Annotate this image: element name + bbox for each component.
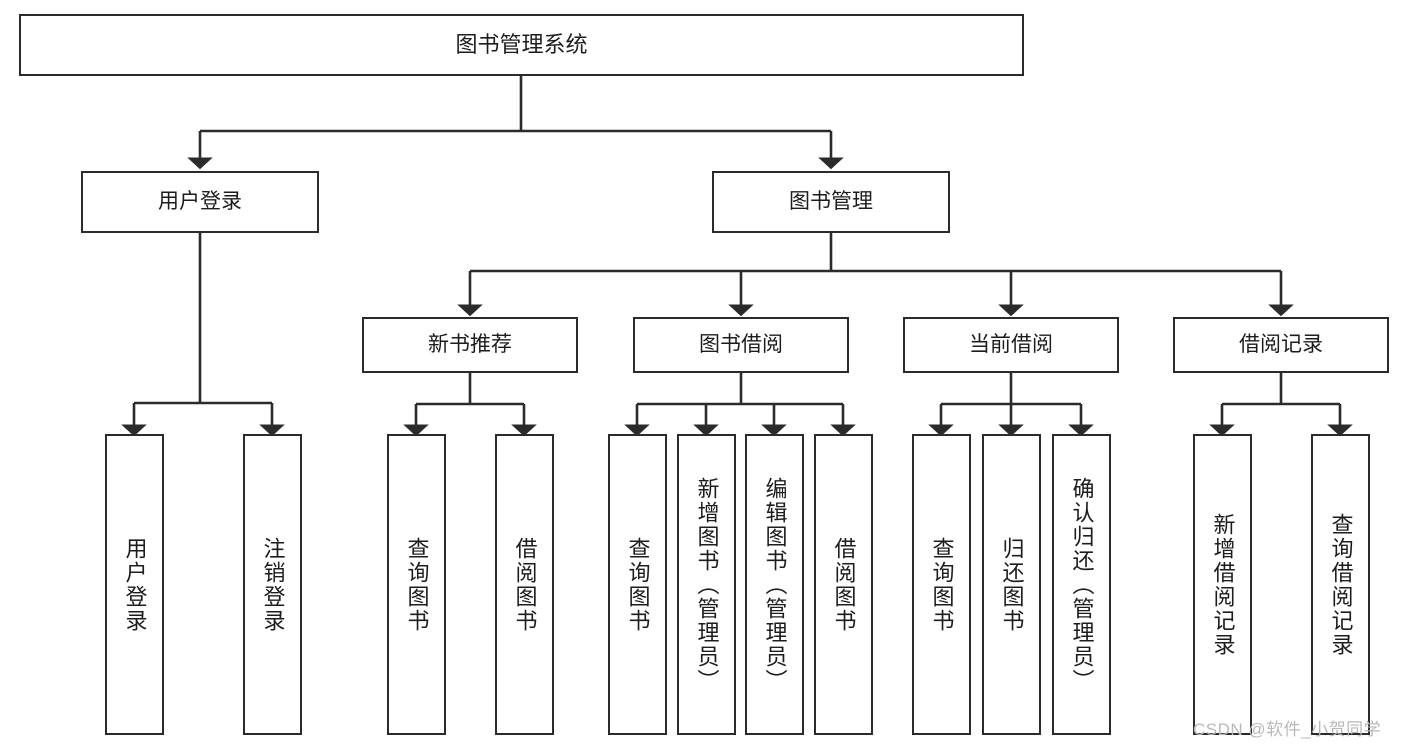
node-root-label: 图书管理系统: [455, 32, 588, 58]
node-leaf-query-book-1[interactable]: 查询图书: [387, 434, 446, 735]
node-leaf-edit-book[interactable]: 编辑图书（管理员）: [745, 434, 804, 735]
node-book-borrow[interactable]: 图书借阅: [633, 317, 849, 373]
node-user-login[interactable]: 用户登录: [81, 171, 319, 233]
node-new-book-recommend-label: 新书推荐: [428, 332, 512, 356]
node-leaf-query-book-1-label: 查询图书: [404, 536, 430, 633]
node-leaf-return-book-label: 归还图书: [999, 536, 1025, 633]
node-leaf-add-record-label: 新增借阅记录: [1210, 512, 1236, 657]
node-leaf-user-login[interactable]: 用户登录: [105, 434, 164, 735]
node-borrow-record[interactable]: 借阅记录: [1173, 317, 1389, 373]
node-book-manage[interactable]: 图书管理: [712, 171, 950, 233]
node-borrow-record-label: 借阅记录: [1239, 332, 1323, 356]
node-leaf-borrow-book-1[interactable]: 借阅图书: [495, 434, 554, 735]
node-leaf-confirm-return[interactable]: 确认归还（管理员）: [1052, 434, 1111, 735]
node-root[interactable]: 图书管理系统: [19, 14, 1024, 76]
node-book-borrow-label: 图书借阅: [699, 332, 783, 356]
node-user-login-label: 用户登录: [158, 189, 242, 213]
node-leaf-query-book-3-label: 查询图书: [929, 536, 955, 633]
node-leaf-borrow-book-2-label: 借阅图书: [831, 536, 857, 633]
node-current-borrow-label: 当前借阅: [969, 332, 1053, 356]
node-leaf-borrow-book-2[interactable]: 借阅图书: [814, 434, 873, 735]
node-leaf-add-book-label: 新增图书（管理员）: [694, 476, 720, 693]
node-leaf-edit-book-label: 编辑图书（管理员）: [762, 476, 788, 693]
node-new-book-recommend[interactable]: 新书推荐: [362, 317, 578, 373]
node-leaf-confirm-return-label: 确认归还（管理员）: [1069, 476, 1095, 693]
node-current-borrow[interactable]: 当前借阅: [903, 317, 1119, 373]
node-leaf-query-record[interactable]: 查询借阅记录: [1311, 434, 1370, 735]
node-leaf-query-book-3[interactable]: 查询图书: [912, 434, 971, 735]
node-leaf-add-record[interactable]: 新增借阅记录: [1193, 434, 1252, 735]
node-leaf-query-record-label: 查询借阅记录: [1328, 512, 1354, 657]
node-leaf-borrow-book-1-label: 借阅图书: [512, 536, 538, 633]
node-book-manage-label: 图书管理: [789, 189, 873, 213]
node-leaf-return-book[interactable]: 归还图书: [982, 434, 1041, 735]
node-leaf-logout-label: 注销登录: [260, 536, 286, 633]
node-leaf-add-book[interactable]: 新增图书（管理员）: [677, 434, 736, 735]
node-leaf-user-login-label: 用户登录: [122, 536, 148, 633]
node-leaf-query-book-2[interactable]: 查询图书: [608, 434, 667, 735]
node-leaf-logout[interactable]: 注销登录: [243, 434, 302, 735]
node-leaf-query-book-2-label: 查询图书: [625, 536, 651, 633]
watermark: CSDN @软件_小贺同学: [1193, 720, 1382, 739]
